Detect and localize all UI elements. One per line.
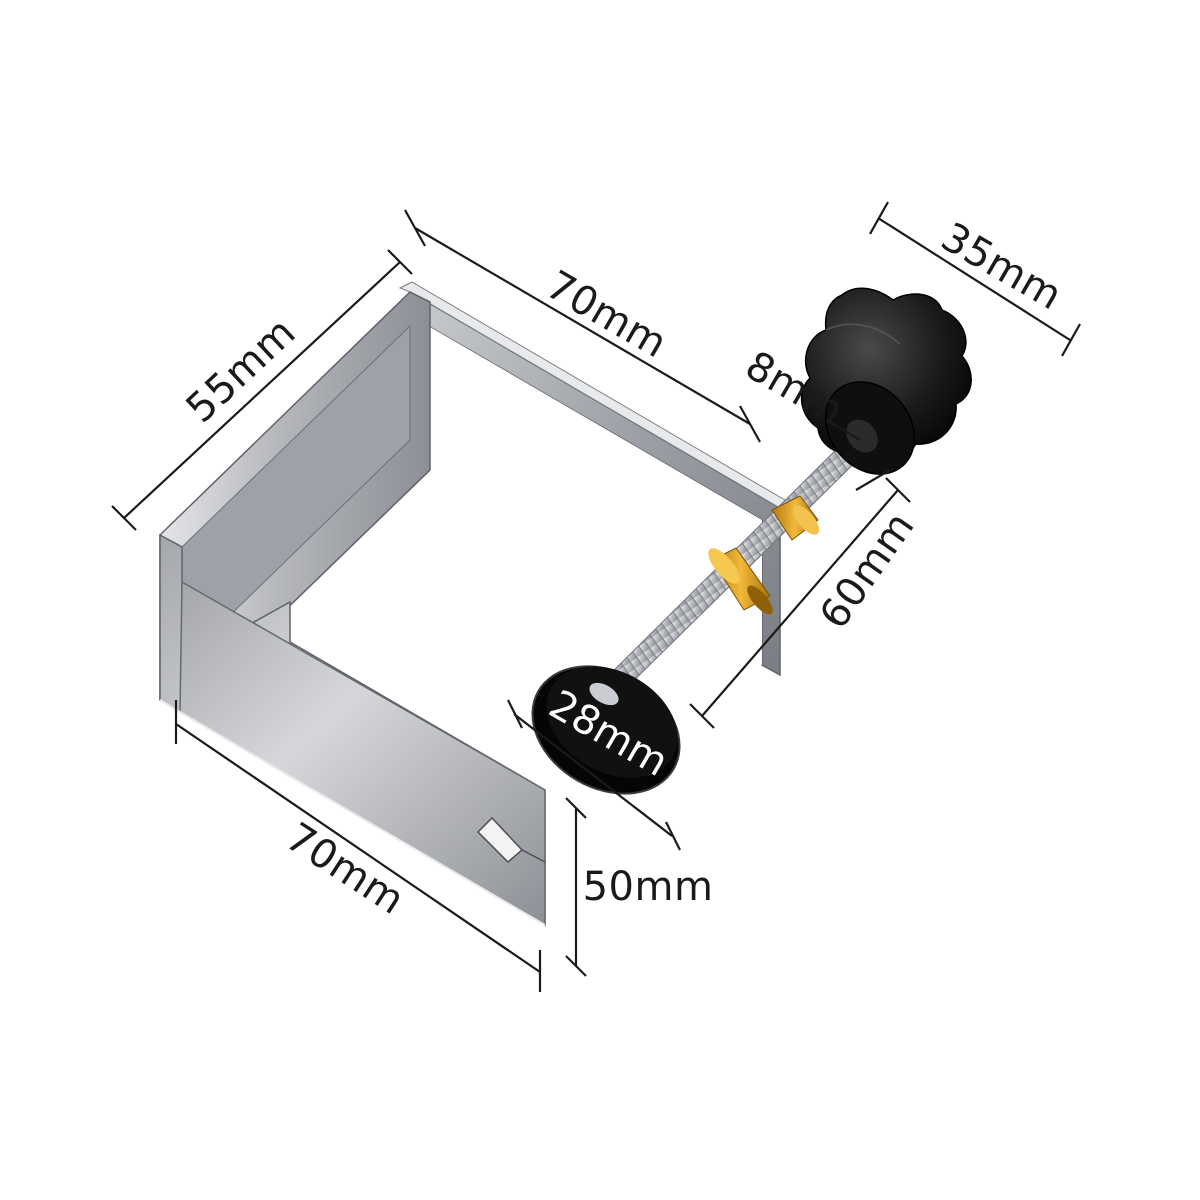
label-top-width: 70mm — [538, 262, 674, 367]
clamp-slot-cut — [521, 849, 546, 863]
brass-nut-upper — [771, 495, 820, 541]
screw-assembly — [531, 287, 972, 795]
star-knob-icon[interactable] — [800, 287, 972, 492]
clamp-bottom-edge — [159, 699, 546, 926]
dimension-gap-50: 50mm — [565, 797, 714, 977]
u-bracket-clamp-icon — [159, 281, 786, 927]
clamp-inner-wall — [430, 327, 762, 665]
label-gap-50: 50mm — [583, 864, 714, 910]
brass-nut-lower — [708, 547, 773, 615]
pressure-pad-icon — [531, 665, 681, 795]
